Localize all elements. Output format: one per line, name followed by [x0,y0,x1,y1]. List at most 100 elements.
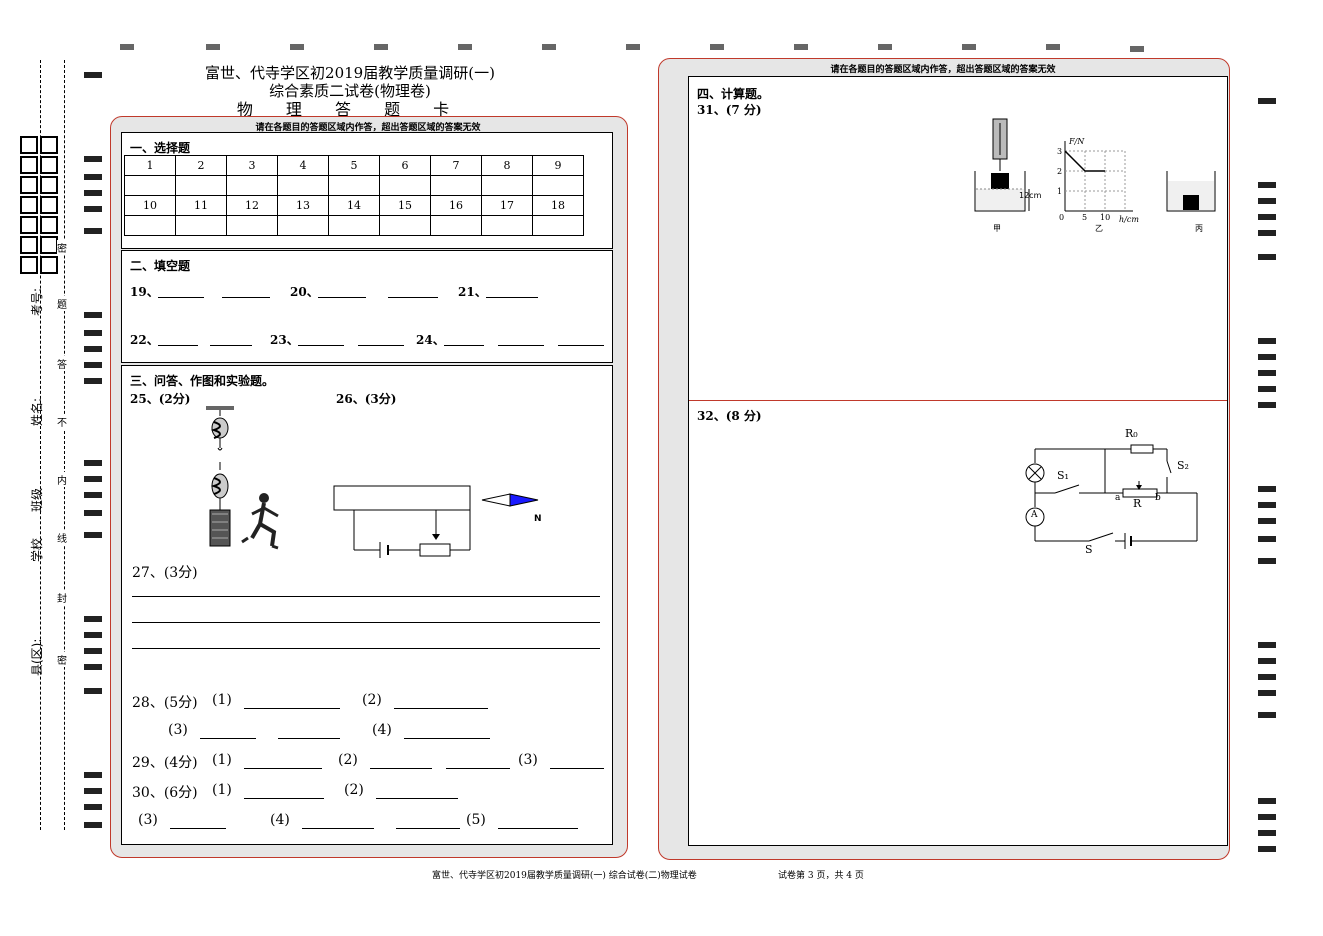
fig31-y-tick: 3 [1057,147,1063,156]
q30-blank[interactable] [302,828,374,829]
choice-num: 13 [277,195,329,216]
q27-line[interactable] [132,648,600,649]
section-qa: 三、问答、作图和实验题。 25、(2分) 26、(3分) [121,365,613,845]
q28-part-label: (2) [362,692,382,708]
q24-blank[interactable] [558,345,604,346]
answer-cell[interactable] [430,215,482,236]
q30-blank[interactable] [170,828,226,829]
q30-blank[interactable] [396,828,460,829]
q20-label: 20、 [290,285,319,299]
answer-cell[interactable] [481,215,533,236]
q30-blank[interactable] [376,798,458,799]
choice-num: 1 [124,155,176,176]
seal-char: 内 [57,472,67,487]
answer-cell[interactable] [532,215,584,236]
q23-blank[interactable] [358,345,404,346]
circuit-label-R: R [1133,497,1142,510]
circuit-label-A: A [1031,510,1038,520]
answer-cell[interactable] [532,175,584,196]
q19-blank[interactable] [158,297,204,298]
q22-blank[interactable] [158,345,198,346]
id-box[interactable] [40,256,58,274]
q22-blank[interactable] [210,345,252,346]
q29-part-label: (2) [338,752,358,768]
q23-blank[interactable] [298,345,344,346]
section-title: 四、计算题。 [697,87,770,101]
answer-cell[interactable] [328,215,380,236]
q20-blank[interactable] [318,297,366,298]
id-box[interactable] [20,236,38,254]
section-fill: 二、填空题 19、 20、 21、 22、 23、 24、 [121,250,613,363]
seal-char: 密 [57,240,67,255]
q30-part-label: (3) [138,812,158,828]
circuit-label-a: a [1115,493,1121,503]
id-box[interactable] [20,136,38,154]
q24-blank[interactable] [498,345,544,346]
answer-cell[interactable] [277,215,329,236]
choice-num: 7 [430,155,482,176]
id-box[interactable] [40,176,58,194]
q30-blank[interactable] [244,798,324,799]
q27-line[interactable] [132,596,600,597]
choice-num: 4 [277,155,329,176]
q29-blank[interactable] [370,768,432,769]
id-box[interactable] [20,216,38,234]
answer-cell[interactable] [379,175,431,196]
answer-cell[interactable] [430,175,482,196]
q19-blank[interactable] [222,297,270,298]
q27-line[interactable] [132,622,600,623]
id-box[interactable] [40,196,58,214]
title-line1: 富世、代寺学区初2019届教学质量调研(一) [205,64,495,82]
q21-blank[interactable] [486,297,538,298]
footer-text: 富世、代寺学区初2019届教学质量调研(一) 综合试卷(二)物理试卷 [432,871,697,881]
q24-blank[interactable] [444,345,484,346]
id-box[interactable] [40,136,58,154]
q28-blank[interactable] [200,738,256,739]
q31-label: 31、(7 分) [697,103,762,117]
id-box[interactable] [40,216,58,234]
q29-blank[interactable] [244,768,322,769]
choice-num: 16 [430,195,482,216]
q28-part-label: (3) [168,722,188,738]
id-box[interactable] [20,256,38,274]
divider [689,400,1227,401]
q30-blank[interactable] [498,828,578,829]
answer-cell[interactable] [481,175,533,196]
label-banji: 班级 [30,487,44,512]
q32-circuit [1025,444,1198,549]
q29-blank[interactable] [550,768,604,769]
page-title: 物 理 答 题 卡 [236,100,464,119]
choice-grid: 1 2 3 4 5 6 7 8 9 10 11 12 13 14 15 16 1… [124,155,584,236]
q28-blank[interactable] [404,738,490,739]
id-box[interactable] [20,196,38,214]
q28-part-label: (1) [212,692,232,708]
fig31-x-tick: 5 [1082,213,1088,222]
q28-blank[interactable] [394,708,488,709]
choice-num: 10 [124,195,176,216]
choice-num: 17 [481,195,533,216]
answer-cell[interactable] [226,215,278,236]
answer-cell[interactable] [226,175,278,196]
answer-cell[interactable] [175,215,227,236]
q20-blank[interactable] [388,297,438,298]
fig31-depth: 12cm [1019,191,1042,200]
q29-blank[interactable] [446,768,510,769]
answer-cell[interactable] [379,215,431,236]
q28-blank[interactable] [244,708,340,709]
answer-cell[interactable] [328,175,380,196]
answer-cell[interactable] [277,175,329,196]
answer-cell[interactable] [175,175,227,196]
answer-cell[interactable] [124,215,176,236]
section-title: 一、选择题 [130,141,191,155]
title-line2: 综合素质二试卷(物理卷) [269,82,431,100]
id-box[interactable] [40,156,58,174]
fig31-label-bing: 丙 [1195,224,1203,233]
q28-blank[interactable] [278,738,340,739]
id-box[interactable] [20,176,38,194]
id-box[interactable] [40,236,58,254]
q25-label: 25、(2分) [130,392,191,406]
id-box[interactable] [20,156,38,174]
answer-cell[interactable] [124,175,176,196]
choice-num: 14 [328,195,380,216]
notice-right: 请在各题目的答题区域内作答，超出答题区域的答案无效 [830,65,1056,75]
